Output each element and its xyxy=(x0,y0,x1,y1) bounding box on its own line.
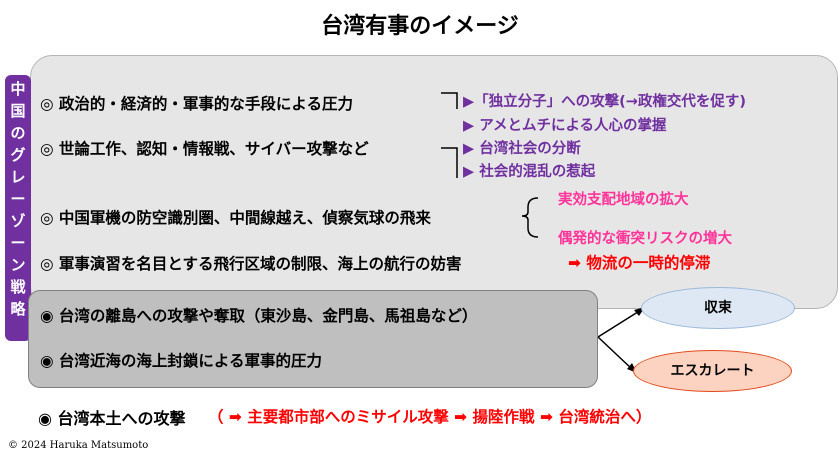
side-label-char: ゾ xyxy=(10,212,26,230)
page-title: 台湾有事のイメージ xyxy=(321,14,519,39)
side-label-char: ン xyxy=(10,256,26,274)
row-exercise-restriction: ◎ 軍事演習を名目とする飛行区域の制限、海上の航行の妨害 xyxy=(40,255,462,273)
curly-bracket xyxy=(521,197,539,238)
row-airspace-intrusion: ◎ 中国軍機の防空識別圏、中間線越え、偵察気球の飛来 xyxy=(40,209,431,227)
bracket-top xyxy=(441,92,458,109)
side-label-char: の xyxy=(10,124,26,142)
logistics-disruption: ➡ 物流の一時的停滞 xyxy=(568,254,711,272)
side-label-char: 国 xyxy=(10,102,26,120)
bracket-bottom xyxy=(441,147,458,178)
row-mainland-attack: ◉ 台湾本土への攻撃 xyxy=(38,409,186,428)
outcome-converge: 収束 xyxy=(641,287,795,329)
arrow-to-converge xyxy=(597,309,642,338)
purple-item-4: ▶ 社会的混乱の惹起 xyxy=(463,164,596,180)
purple-item-1: ▶「独立分子」への攻撃(→政権交代を促す) xyxy=(463,94,747,110)
side-label-char: 中 xyxy=(10,80,26,98)
mainland-attack-steps: （ ➡ 主要都市部へのミサイル攻撃 ➡ 揚陸作戦 ➡ 台湾統治へ） xyxy=(208,408,652,426)
side-label-char: グ xyxy=(10,146,26,164)
row-island-attack: ◉ 台湾の離島への攻撃や奪取（東沙島、金門島、馬祖島など） xyxy=(40,307,478,325)
side-label-char: 戦 xyxy=(10,278,26,296)
arrow-to-escalate xyxy=(597,336,634,371)
military-action-box xyxy=(28,290,598,388)
row-blockade: ◉ 台湾近海の海上封鎖による軍事的圧力 xyxy=(40,352,322,370)
row-cognitive-warfare: ◎ 世論工作、認知・情報戦、サイバー攻撃など xyxy=(40,140,369,158)
gray-zone-box xyxy=(30,55,838,309)
side-label-char: レ xyxy=(10,168,26,186)
purple-item-3: ▶ 台湾社会の分断 xyxy=(463,141,581,157)
copyright: © 2024 Haruka Matsumoto xyxy=(8,440,149,451)
pink-item-1: 実効支配地域の拡大 xyxy=(558,192,689,208)
row-pressure: ◎ 政治的・経済的・軍事的な手段による圧力 xyxy=(40,95,353,113)
side-label-char: ー xyxy=(10,190,26,208)
gray-zone-strategy-label: 中国のグレーゾーン戦略 xyxy=(5,75,31,341)
pink-item-2: 偶発的な衝突リスクの増大 xyxy=(558,231,732,247)
purple-item-2: ▶ アメとムチによる人心の掌握 xyxy=(463,118,667,134)
outcome-escalate: エスカレート xyxy=(633,350,792,392)
gray-zone-strategy-text: 中国のグレーゾーン戦略 xyxy=(5,81,31,318)
side-label-char: ー xyxy=(10,234,26,252)
side-label-char: 略 xyxy=(10,300,26,318)
